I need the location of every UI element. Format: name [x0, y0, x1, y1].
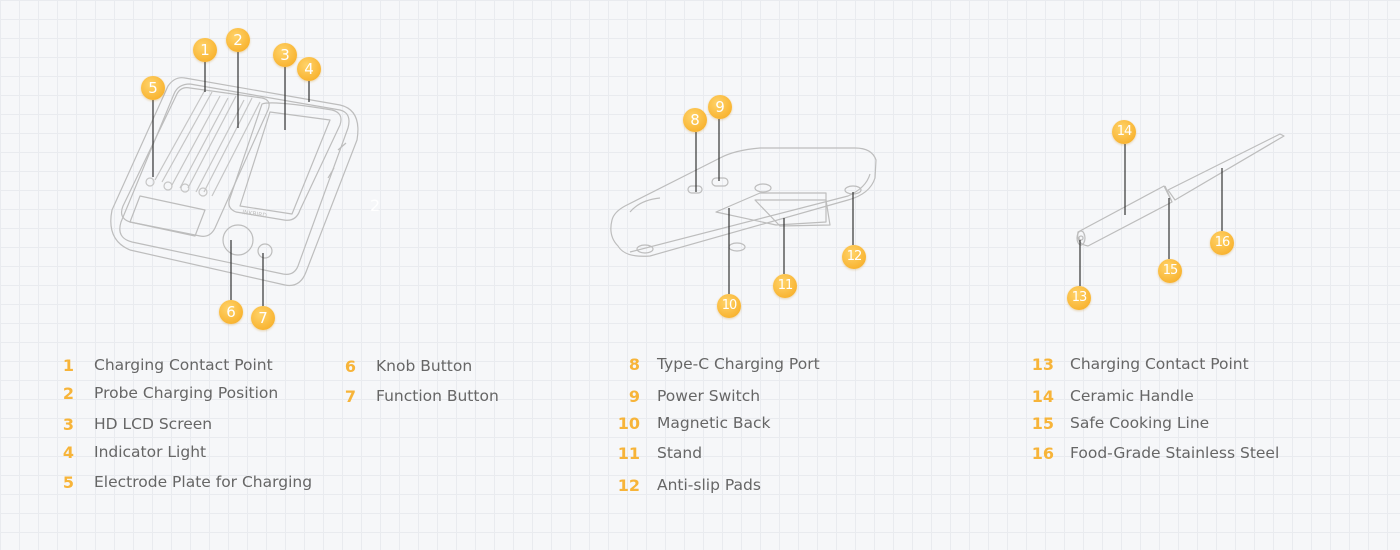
legend-label: Stand: [657, 444, 703, 462]
stray-label: 2: [370, 196, 381, 215]
legend-item: 1 Charging Contact Point: [58, 354, 273, 376]
legend-item: 10 Magnetic Back: [612, 412, 771, 434]
legend-number: 3: [62, 414, 74, 434]
legend-label: Food-Grade Stainless Steel: [1070, 444, 1280, 462]
legend-item: 7 Function Button: [340, 385, 499, 407]
legend-number: 2: [62, 383, 74, 403]
callout-badge-6: 6: [219, 300, 243, 324]
legend-item: 14 Ceramic Handle: [1026, 385, 1194, 407]
legend-item: 15 Safe Cooking Line: [1026, 412, 1210, 434]
legend-label: Charging Contact Point: [94, 356, 273, 374]
legend-label: Magnetic Back: [657, 414, 771, 432]
legend-label: Safe Cooking Line: [1070, 414, 1210, 432]
callout-badge-11: 11: [773, 274, 797, 298]
legend-number: 11: [617, 443, 640, 463]
legend-label: Anti-slip Pads: [657, 476, 761, 494]
callout-badge-16: 16: [1210, 231, 1234, 255]
legend-number: 9: [628, 386, 640, 406]
callout-badge-4: 4: [297, 57, 321, 81]
callout-badge-2: 2: [226, 28, 250, 52]
callout-badge-7: 7: [251, 306, 275, 330]
legend-item: 16 Food-Grade Stainless Steel: [1026, 442, 1280, 464]
legend-item: 4 Indicator Light: [58, 441, 206, 463]
callout-badge-1: 1: [193, 38, 217, 62]
legend-number: 15: [1031, 413, 1054, 433]
callout-badge-5: 5: [141, 76, 165, 100]
legend-item: 5 Electrode Plate for Charging: [58, 471, 312, 493]
callout-badge-8: 8: [683, 108, 707, 132]
legend-label: Power Switch: [657, 387, 761, 405]
legend-number: 7: [344, 386, 356, 406]
legend-item: 11 Stand: [612, 442, 702, 464]
legend-label: Indicator Light: [94, 443, 207, 461]
callout-badge-10: 10: [717, 294, 741, 318]
legend-label: Type-C Charging Port: [657, 355, 820, 373]
legend-label: Charging Contact Point: [1070, 355, 1249, 373]
legend-item: 12 Anti-slip Pads: [612, 474, 761, 496]
legend-label: Probe Charging Position: [94, 384, 279, 402]
legend-item: 9 Power Switch: [612, 385, 760, 407]
legend-label: Function Button: [376, 387, 499, 405]
legend-number: 12: [617, 475, 640, 495]
base-front-view: INKBIRD: [110, 77, 359, 287]
legend-label: Knob Button: [376, 357, 473, 375]
legend-item: 13 Charging Contact Point: [1026, 353, 1249, 375]
legend-number: 10: [617, 413, 640, 433]
legend-number: 16: [1031, 443, 1054, 463]
legend-label: Ceramic Handle: [1070, 387, 1194, 405]
legend-label: HD LCD Screen: [94, 415, 213, 433]
callout-badge-3: 3: [273, 43, 297, 67]
brand-logo: INKBIRD: [242, 209, 268, 219]
legend-number: 1: [62, 355, 74, 375]
callout-badge-9: 9: [708, 95, 732, 119]
legend-number: 5: [62, 472, 74, 492]
probe: [1076, 133, 1285, 247]
leader-lines: [152, 52, 1223, 306]
legend-number: 6: [344, 356, 356, 376]
legend-item: 2 Probe Charging Position: [58, 382, 278, 404]
legend-number: 14: [1031, 386, 1054, 406]
legend-label: Electrode Plate for Charging: [94, 473, 313, 491]
callout-badge-12: 12: [842, 245, 866, 269]
legend-item: 6 Knob Button: [340, 355, 472, 377]
base-back-view: [610, 147, 877, 257]
callout-badge-13: 13: [1067, 286, 1091, 310]
callout-badge-14: 14: [1112, 120, 1136, 144]
legend-item: 3 HD LCD Screen: [58, 413, 212, 435]
legend-number: 13: [1031, 354, 1054, 374]
legend-item: 8 Type-C Charging Port: [612, 353, 820, 375]
callout-badge-15: 15: [1158, 259, 1182, 283]
legend-number: 4: [62, 442, 74, 462]
legend-number: 8: [628, 354, 640, 374]
